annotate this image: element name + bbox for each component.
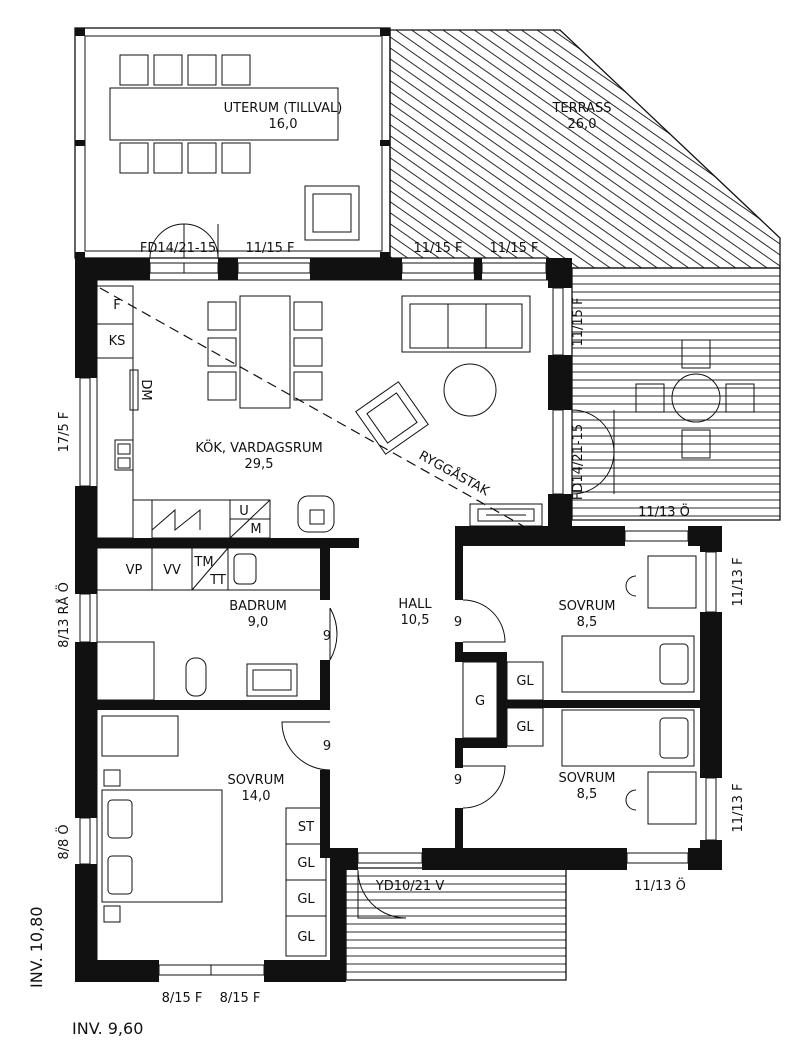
fixture-m: M: [250, 522, 261, 537]
hall-doors: [281, 599, 506, 919]
uterum-door: [149, 223, 219, 259]
fixture-tt: TT: [209, 573, 226, 588]
fixture-gl3: GL: [297, 856, 315, 871]
sink-unit: [469, 503, 543, 527]
label-fd-top: FD14/21-15: [140, 241, 216, 256]
door-width-4: 9: [454, 773, 462, 788]
kok-area: 29,5: [245, 457, 274, 472]
level-upper: INV. 10,80: [27, 906, 46, 988]
sovrum-w-area: 14,0: [242, 789, 271, 804]
label-w-west-sov: 8/8 Ö: [55, 824, 72, 859]
label-w-top1: 11/15 F: [413, 241, 462, 256]
coffee-table: [443, 363, 497, 417]
kitchen-units: [96, 285, 271, 539]
terrace-door: [571, 409, 615, 495]
label-w-bottom1: 8/15 F: [162, 991, 203, 1006]
label-fd-east: FD14/21-15: [571, 424, 586, 500]
hall-area: 10,5: [401, 613, 430, 628]
door-width-1: 9: [323, 629, 331, 644]
label-w-west-bath: 8/13 RÅ Ö: [55, 582, 72, 648]
fixture-vv: VV: [163, 563, 181, 578]
fixture-gl2: GL: [516, 720, 534, 735]
label-w-sov-ne: 11/13 F: [731, 557, 746, 606]
kok-name: KÖK, VARDAGSRUM: [195, 439, 322, 456]
bedroom-se-furniture: [561, 709, 697, 825]
bedroom-ne-furniture: [561, 555, 697, 693]
bedroom-w-furniture: [101, 715, 223, 923]
fixture-dm: DM: [138, 379, 153, 400]
ridge-line: [99, 287, 549, 541]
ridge-label: RYGGÅSTAK: [416, 448, 492, 500]
fixture-gl1: GL: [516, 674, 534, 689]
terrass-area: 26,0: [568, 117, 597, 132]
terrace-east: [571, 267, 781, 521]
badrum-name: BADRUM: [229, 599, 287, 614]
label-w-uterum: 11/15 F: [245, 241, 294, 256]
fixture-g: G: [475, 694, 485, 709]
label-w-terrace-bottom: 11/13 Ö: [638, 503, 690, 520]
fixture-gl4: GL: [297, 892, 315, 907]
sovrum-ne-area: 8,5: [577, 615, 598, 630]
uterum-area: 16,0: [269, 117, 298, 132]
sovrum-ne-name: SOVRUM: [559, 599, 616, 614]
fixture-gl5: GL: [297, 930, 315, 945]
wardrobes: [285, 661, 544, 957]
sovrum-se-area: 8,5: [577, 787, 598, 802]
fixture-tm: TM: [193, 555, 213, 570]
bathroom-fixtures: [96, 547, 323, 701]
level-lower: INV. 9,60: [72, 1019, 143, 1038]
dining-table: [207, 295, 323, 409]
fixture-vp: VP: [126, 563, 143, 578]
terrace-table: [635, 339, 755, 459]
badrum-area: 9,0: [248, 615, 269, 630]
label-w-top2: 11/15 F: [489, 241, 538, 256]
uterum-name: UTERUM (TILLVAL): [224, 101, 343, 116]
label-entrance: YD10/21 V: [375, 879, 445, 894]
fixture-u: U: [239, 504, 249, 519]
sovrum-se-name: SOVRUM: [559, 771, 616, 786]
uterum-armchair: [304, 185, 360, 241]
label-w-bottom2: 8/15 F: [220, 991, 261, 1006]
armchair: [355, 381, 429, 455]
exterior-walls: [75, 258, 722, 982]
sovrum-w-name: SOVRUM: [228, 773, 285, 788]
door-width-3: 9: [323, 739, 331, 754]
label-w-sov-se-bottom: 11/13 Ö: [634, 877, 686, 894]
opening-labels: FD14/21-15 11/15 F 11/15 F 11/15 F 11/15…: [55, 241, 746, 1006]
stove: [297, 495, 335, 533]
terrass-name: TERRASS: [551, 101, 611, 116]
door-width-labels: 9 9 9 9: [323, 615, 462, 788]
windows: [79, 262, 717, 976]
uterum-dining-table: [109, 54, 339, 174]
room-labels: UTERUM (TILLVAL) 16,0 TERRASS 26,0 KÖK, …: [195, 101, 615, 804]
sofa: [401, 295, 531, 353]
terrace-north: [389, 29, 781, 269]
door-width-2: 9: [454, 615, 462, 630]
label-w-sov-se: 11/13 F: [731, 783, 746, 832]
label-w-west-kitchen: 17/5 F: [57, 412, 72, 453]
fixture-f: F: [113, 298, 120, 313]
hall-name: HALL: [398, 597, 432, 612]
label-w-east: 11/15 F: [571, 297, 586, 346]
fixture-st: ST: [298, 820, 314, 835]
fixture-labels: F KS DM U M VP VV TM TT G GL GL ST GL GL…: [109, 298, 535, 945]
uterum-frame: [74, 27, 391, 260]
fixture-ks: KS: [109, 334, 126, 349]
